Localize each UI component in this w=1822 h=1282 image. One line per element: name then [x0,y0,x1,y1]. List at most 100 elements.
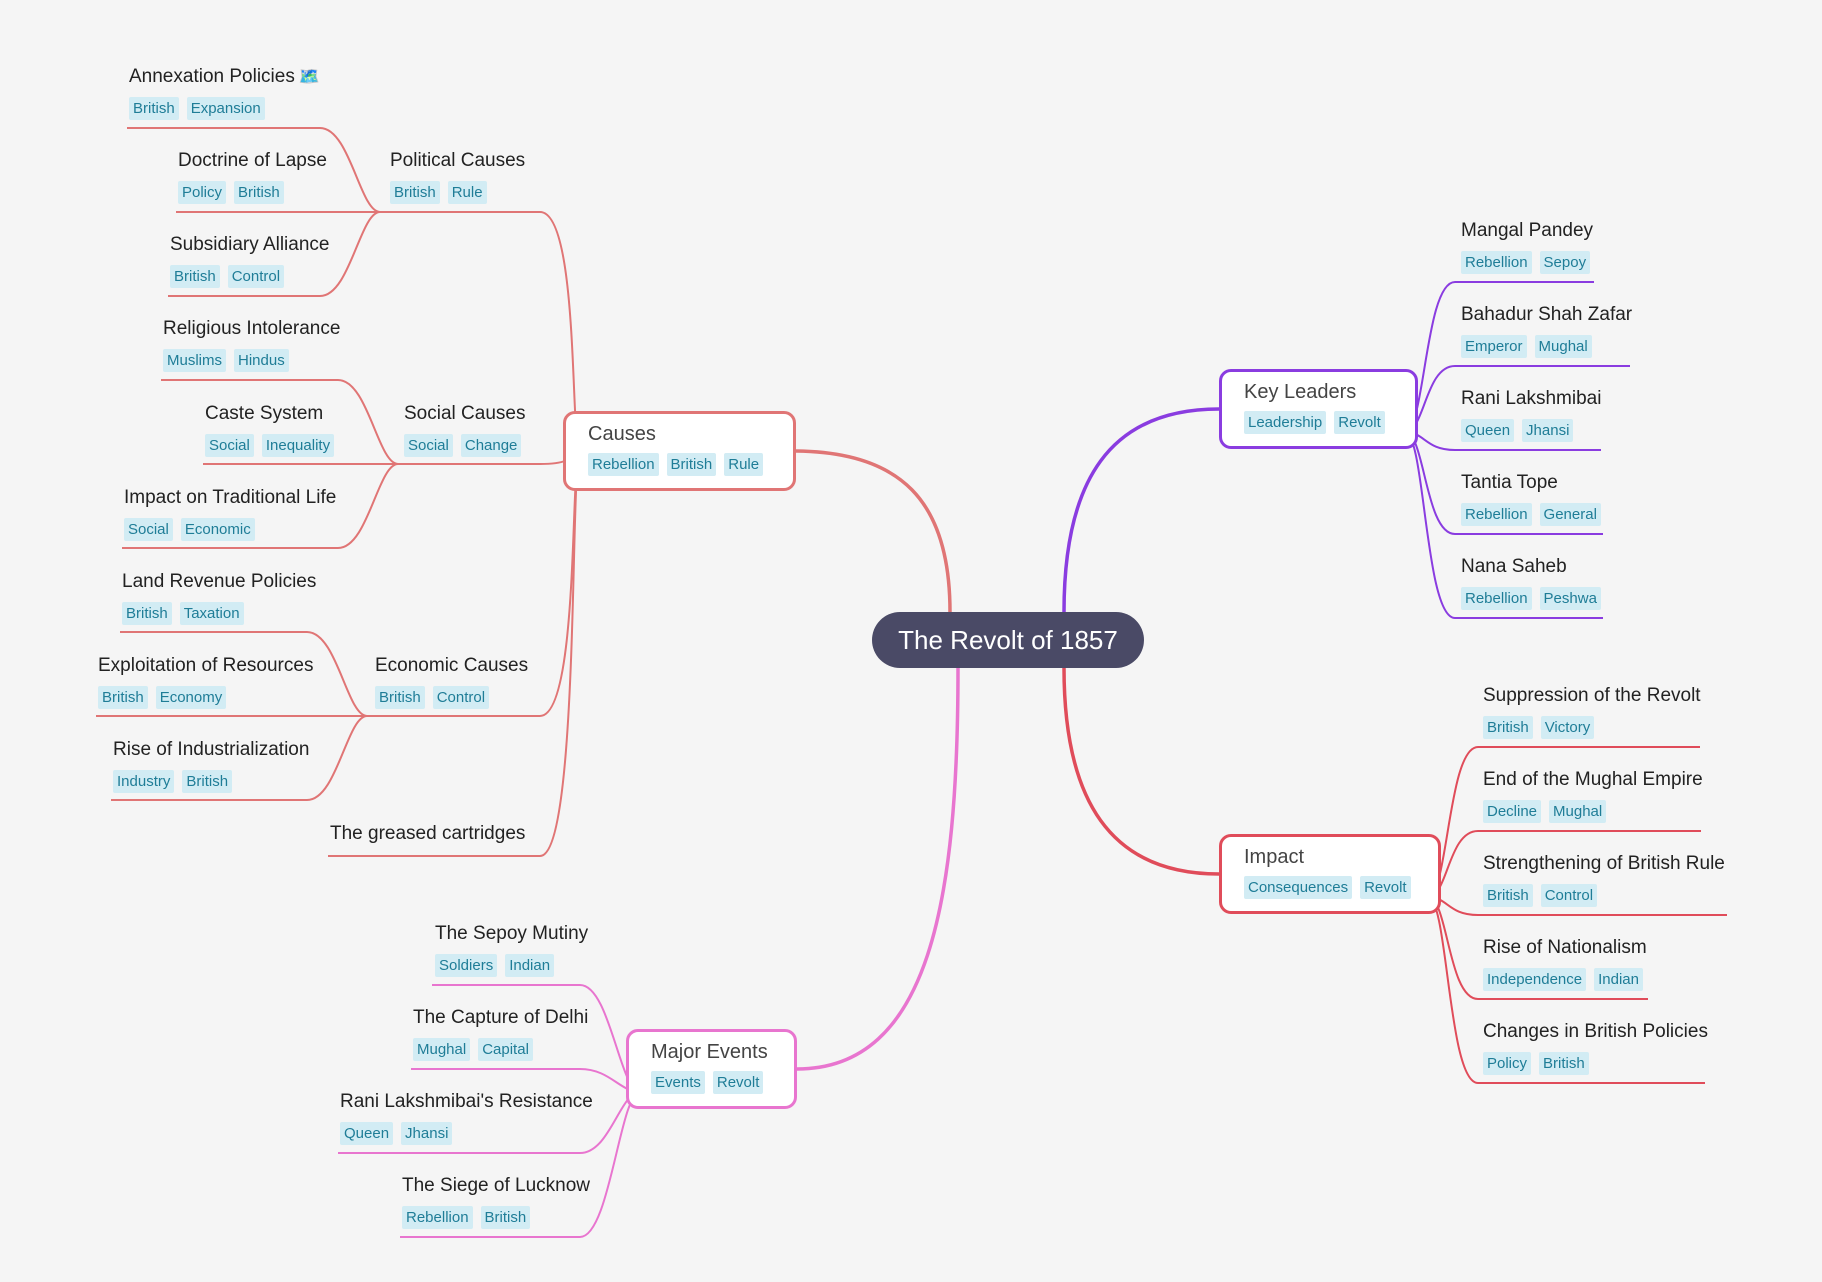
tag-chip[interactable]: Emperor [1461,335,1527,358]
tag-chip[interactable]: Independence [1483,968,1587,991]
tag-chip[interactable]: Expansion [186,97,265,120]
tag-chip[interactable]: Jhansi [1522,419,1574,442]
node-label: Nana Saheb [1461,556,1567,577]
tag-chip[interactable]: British [390,181,440,204]
tag-chip[interactable]: Queen [340,1122,394,1145]
node-greased-cartridges[interactable]: The greased cartridges [330,823,525,845]
tag-chip[interactable]: Mughal [413,1038,471,1061]
tag-chip[interactable]: British [480,1206,531,1229]
tag-chip[interactable]: Mughal [1549,800,1607,823]
node-nana-saheb[interactable]: Nana Saheb Rebellion Peshwa [1461,556,1601,610]
tag-chip[interactable]: Inequality [261,434,335,457]
tag-chip[interactable]: Consequences [1244,876,1353,899]
node-label: Economic Causes [375,655,529,676]
tag-chip[interactable]: Leadership [1244,411,1327,434]
tag-chip[interactable]: Rule [724,453,764,476]
tag-list: Social Economic [124,518,336,541]
tag-chip[interactable]: Sepoy [1539,251,1591,274]
tag-chip[interactable]: Indian [505,954,555,977]
tag-chip[interactable]: Control [227,265,285,288]
tag-chip[interactable]: Rule [447,181,487,204]
tag-chip[interactable]: Change [460,434,522,457]
tag-chip[interactable]: Mughal [1534,335,1592,358]
tag-chip[interactable]: Indian [1594,968,1643,991]
tag-chip[interactable]: Revolt [1334,411,1385,434]
tag-chip[interactable]: British [1539,1052,1589,1075]
tag-chip[interactable]: Peshwa [1539,587,1601,610]
tag-list: British Expansion [129,97,320,120]
tag-chip[interactable]: British [666,453,717,476]
tag-chip[interactable]: Decline [1483,800,1542,823]
tag-list: Decline Mughal [1483,800,1703,823]
tag-chip[interactable]: Rebellion [402,1206,473,1229]
tag-chip[interactable]: Social [404,434,453,457]
tag-chip[interactable]: Social [124,518,173,541]
tag-chip[interactable]: British [1483,716,1533,739]
tag-chip[interactable]: Hindus [234,349,289,372]
tag-chip[interactable]: Muslims [163,349,226,372]
tag-chip[interactable]: Capital [478,1038,533,1061]
tag-chip[interactable]: Industry [113,770,175,793]
tag-chip[interactable]: Rebellion [588,453,659,476]
tag-chip[interactable]: Economic [180,518,255,541]
tag-chip[interactable]: Revolt [712,1071,764,1094]
tag-chip[interactable]: British [122,602,172,625]
tag-list: Rebellion General [1461,503,1601,526]
tag-chip[interactable]: Policy [1483,1052,1532,1075]
tag-chip[interactable]: General [1539,503,1601,526]
tag-chip[interactable]: Events [651,1071,705,1094]
tag-chip[interactable]: Victory [1540,716,1595,739]
tag-chip[interactable]: Rebellion [1461,587,1532,610]
tag-chip[interactable]: British [182,770,233,793]
tag-chip[interactable]: British [1483,884,1533,907]
tag-chip[interactable]: British [129,97,179,120]
tag-chip[interactable]: British [375,686,425,709]
tag-chip[interactable]: Control [432,686,490,709]
tag-chip[interactable]: British [234,181,284,204]
node-economic-causes[interactable]: Economic Causes British Control [375,655,528,709]
tag-list: British Control [375,686,528,709]
tag-chip[interactable]: Queen [1461,419,1515,442]
root-node[interactable]: The Revolt of 1857 [872,612,1144,668]
tag-chip[interactable]: Rebellion [1461,251,1532,274]
tag-chip[interactable]: Jhansi [401,1122,453,1145]
tag-chip[interactable]: Policy [178,181,227,204]
tag-chip[interactable]: Economy [155,686,227,709]
tag-chip[interactable]: British [170,265,220,288]
tag-chip[interactable]: Control [1540,884,1598,907]
tag-chip[interactable]: Social [205,434,254,457]
tag-chip[interactable]: British [98,686,148,709]
tag-chip[interactable]: Taxation [179,602,244,625]
tag-chip[interactable]: Rebellion [1461,503,1532,526]
tag-chip[interactable]: Revolt [1360,876,1411,899]
tag-chip[interactable]: Soldiers [435,954,498,977]
